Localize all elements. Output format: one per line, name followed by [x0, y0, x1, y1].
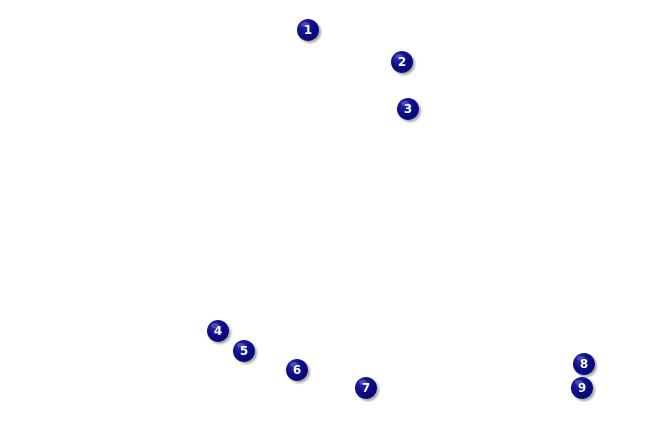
map-marker-5[interactable]: 5: [233, 340, 255, 362]
map-marker-8[interactable]: 8: [573, 353, 595, 375]
map-marker-1[interactable]: 1: [297, 19, 319, 41]
map-marker-6[interactable]: 6: [286, 359, 308, 381]
map-marker-7[interactable]: 7: [355, 377, 377, 399]
map-marker-9[interactable]: 9: [571, 377, 593, 399]
map-marker-4[interactable]: 4: [207, 320, 229, 342]
map-marker-2[interactable]: 2: [391, 51, 413, 73]
map-marker-3[interactable]: 3: [397, 98, 419, 120]
